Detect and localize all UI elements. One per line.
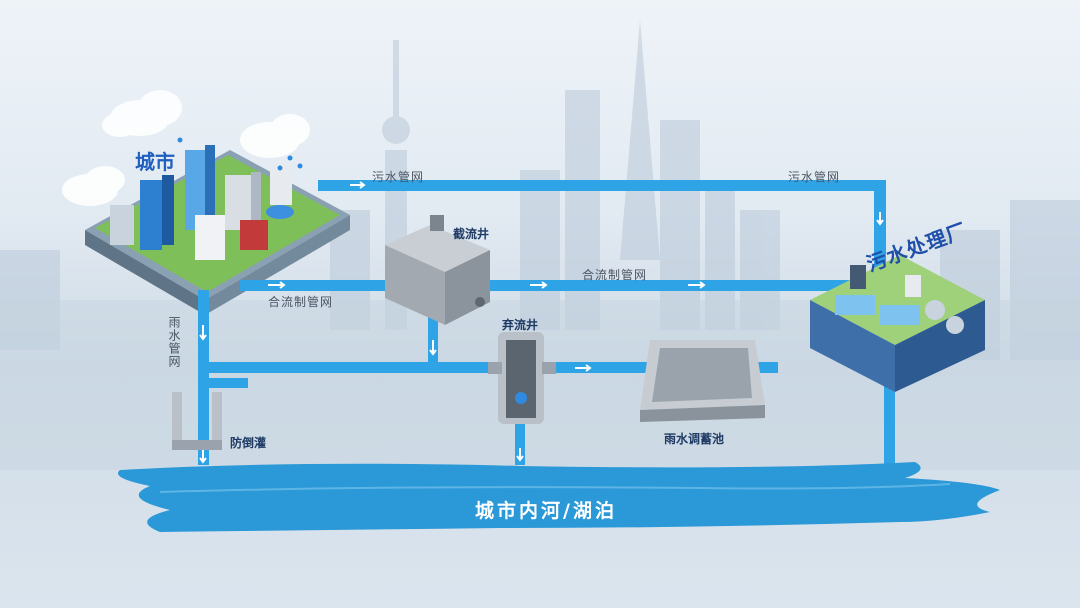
city-illustration — [62, 90, 350, 315]
storage-tank-label: 雨水调蓄池 — [664, 432, 725, 446]
discard-well-illustration — [488, 332, 556, 424]
combined-pipe-label-left: 合流制管网 — [268, 295, 334, 309]
sewage-pipe-label-left: 污水管网 — [372, 170, 425, 184]
river-shape — [118, 462, 1000, 532]
anti-backflow-label: 防倒灌 — [230, 436, 267, 450]
discard-well-label: 弃流井 — [502, 318, 539, 332]
treatment-plant-illustration — [810, 255, 985, 392]
flow-arrows — [199, 181, 884, 464]
intercept-well-illustration — [385, 215, 490, 325]
combined-pipe-label-right: 合流制管网 — [582, 268, 648, 282]
city-label: 城市 — [135, 150, 175, 174]
storage-tank-illustration — [640, 340, 765, 422]
anti-backflow-illustration — [172, 392, 222, 450]
sewage-pipe-label-right: 污水管网 — [788, 170, 841, 184]
intercept-well-label: 截流井 — [453, 227, 490, 241]
rain-pipe-label: 雨水管网 — [167, 316, 181, 368]
river-label: 城市内河/湖泊 — [475, 500, 617, 522]
